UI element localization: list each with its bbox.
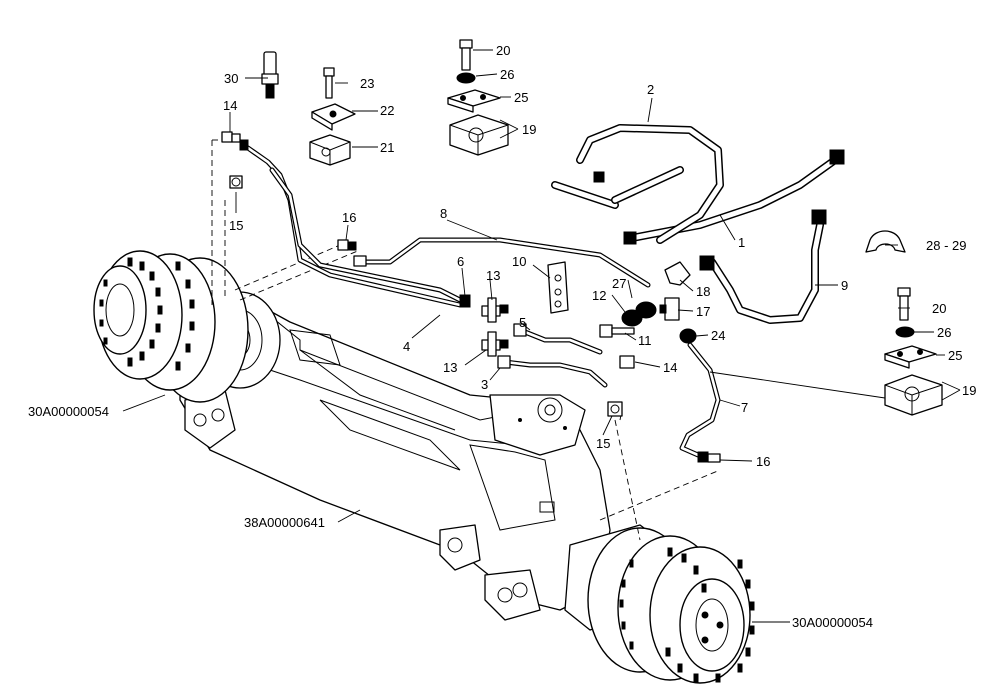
right-wheel-hub: [587, 527, 755, 684]
label-3: 3: [481, 377, 488, 392]
label-14-top: 14: [223, 98, 237, 113]
label-17: 17: [696, 304, 710, 319]
label-15-mid: 15: [596, 436, 610, 451]
leader-lines: [122, 49, 961, 623]
label-30: 30: [224, 71, 238, 86]
label-24: 24: [711, 328, 725, 343]
label-15-top: 15: [229, 218, 243, 233]
label-1: 1: [738, 235, 745, 250]
label-wheel-left: 30A00000054: [28, 404, 109, 419]
left-wheel-hub: [93, 250, 249, 403]
label-25-right: 25: [948, 348, 962, 363]
pipes: [245, 145, 721, 458]
label-22: 22: [380, 103, 394, 118]
label-16-top: 16: [342, 210, 356, 225]
label-13-top: 13: [486, 268, 500, 283]
left-hub-bolts: [99, 257, 195, 371]
hoses: [551, 124, 839, 324]
label-18: 18: [696, 284, 710, 299]
label-27: 27: [612, 276, 626, 291]
label-6: 6: [457, 254, 464, 269]
label-16-lower: 16: [756, 454, 770, 469]
label-axle: 38A00000641: [244, 515, 325, 530]
label-28-29: 28 - 29: [926, 238, 966, 253]
axle-beam: [179, 291, 661, 631]
label-2: 2: [647, 82, 654, 97]
part-labels: 30 14 15 23 22 21 16 20 26 25 19 2 8 1 9…: [28, 43, 976, 630]
label-10: 10: [512, 254, 526, 269]
right-hub-bolts: [619, 547, 755, 683]
label-8: 8: [440, 206, 447, 221]
label-7: 7: [741, 400, 748, 415]
label-21: 21: [380, 140, 394, 155]
label-4: 4: [403, 339, 410, 354]
label-9: 9: [841, 278, 848, 293]
label-20-top: 20: [496, 43, 510, 58]
components: [221, 39, 943, 463]
label-26-top: 26: [500, 67, 514, 82]
label-23: 23: [360, 76, 374, 91]
label-14-mid: 14: [663, 360, 677, 375]
label-5: 5: [519, 315, 526, 330]
label-26-right: 26: [937, 325, 951, 340]
label-11: 11: [638, 333, 652, 348]
label-13-lower: 13: [443, 360, 457, 375]
assembly-lines: [211, 139, 721, 541]
label-25-top: 25: [514, 90, 528, 105]
label-20-right: 20: [932, 301, 946, 316]
label-wheel-right: 30A00000054: [792, 615, 873, 630]
label-19-top: 19: [522, 122, 536, 137]
label-19-right: 19: [962, 383, 976, 398]
label-12: 12: [592, 288, 606, 303]
